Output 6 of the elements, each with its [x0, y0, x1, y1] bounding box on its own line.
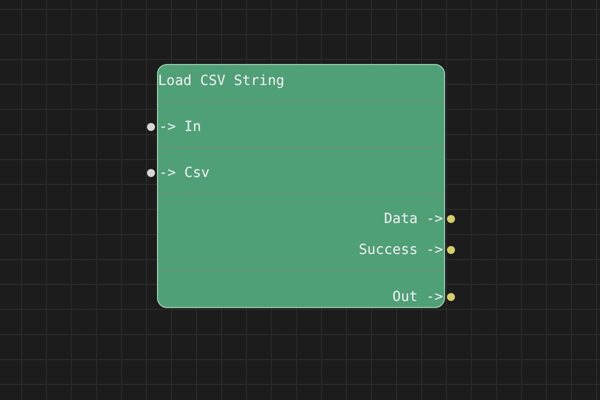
output-port-label: Data ->: [384, 211, 443, 227]
node-title: Load CSV String: [158, 73, 284, 89]
output-port-label: Success ->: [358, 242, 443, 258]
input-port-label: -> In: [159, 119, 202, 135]
input-port-label: -> Csv: [159, 165, 210, 181]
output-port-label: Out ->: [392, 289, 443, 305]
